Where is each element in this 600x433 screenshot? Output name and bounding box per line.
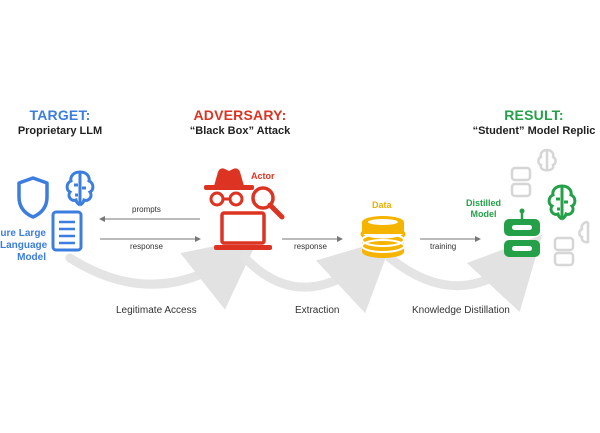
prompts-label: prompts	[132, 205, 161, 214]
laptop-icon	[214, 211, 272, 250]
response-left-label: response	[130, 242, 163, 251]
heading-result-subtitle: “Student” Model Replic	[472, 125, 596, 137]
data-label: Data	[372, 200, 392, 210]
heading-target-subtitle: Proprietary LLM	[17, 125, 103, 137]
glasses-icon	[209, 191, 244, 207]
shield-icon	[17, 176, 49, 219]
training-label: training	[430, 242, 457, 251]
arc-extraction	[240, 237, 394, 314]
heading-adversary-subtitle: “Black Box” Attack	[189, 125, 291, 137]
arc-legitimate-access	[65, 236, 260, 310]
arc-knowledge-distillation	[385, 234, 543, 313]
target-model-label: ure Large Language Model	[0, 228, 48, 263]
heading-adversary: ADVERSARY: “Black Box” Attack	[180, 107, 300, 137]
ghost-robot-icon	[510, 148, 590, 267]
heading-result: RESULT: “Student” Model Replic	[468, 107, 600, 137]
document-icon	[51, 210, 83, 252]
distilled-model-label: Distilled Model	[466, 198, 502, 219]
phase-extraction: Extraction	[295, 305, 340, 316]
actor-label: Actor	[251, 171, 275, 181]
magnifier-icon	[251, 186, 285, 220]
heading-result-title: RESULT:	[504, 107, 564, 123]
brain-icon	[547, 184, 577, 221]
phase-legitimate-access: Legitimate Access	[116, 305, 197, 316]
heading-target: TARGET: Proprietary LLM	[2, 107, 118, 137]
phase-knowledge-distillation: Knowledge Distillation	[412, 305, 510, 316]
heading-target-title: TARGET:	[29, 107, 91, 123]
robot-icon	[504, 208, 540, 257]
database-icon	[360, 216, 406, 258]
response-right-label: response	[294, 242, 327, 251]
brain-icon	[65, 170, 95, 207]
heading-adversary-title: ADVERSARY:	[193, 107, 287, 123]
spy-hat-icon	[204, 168, 254, 190]
